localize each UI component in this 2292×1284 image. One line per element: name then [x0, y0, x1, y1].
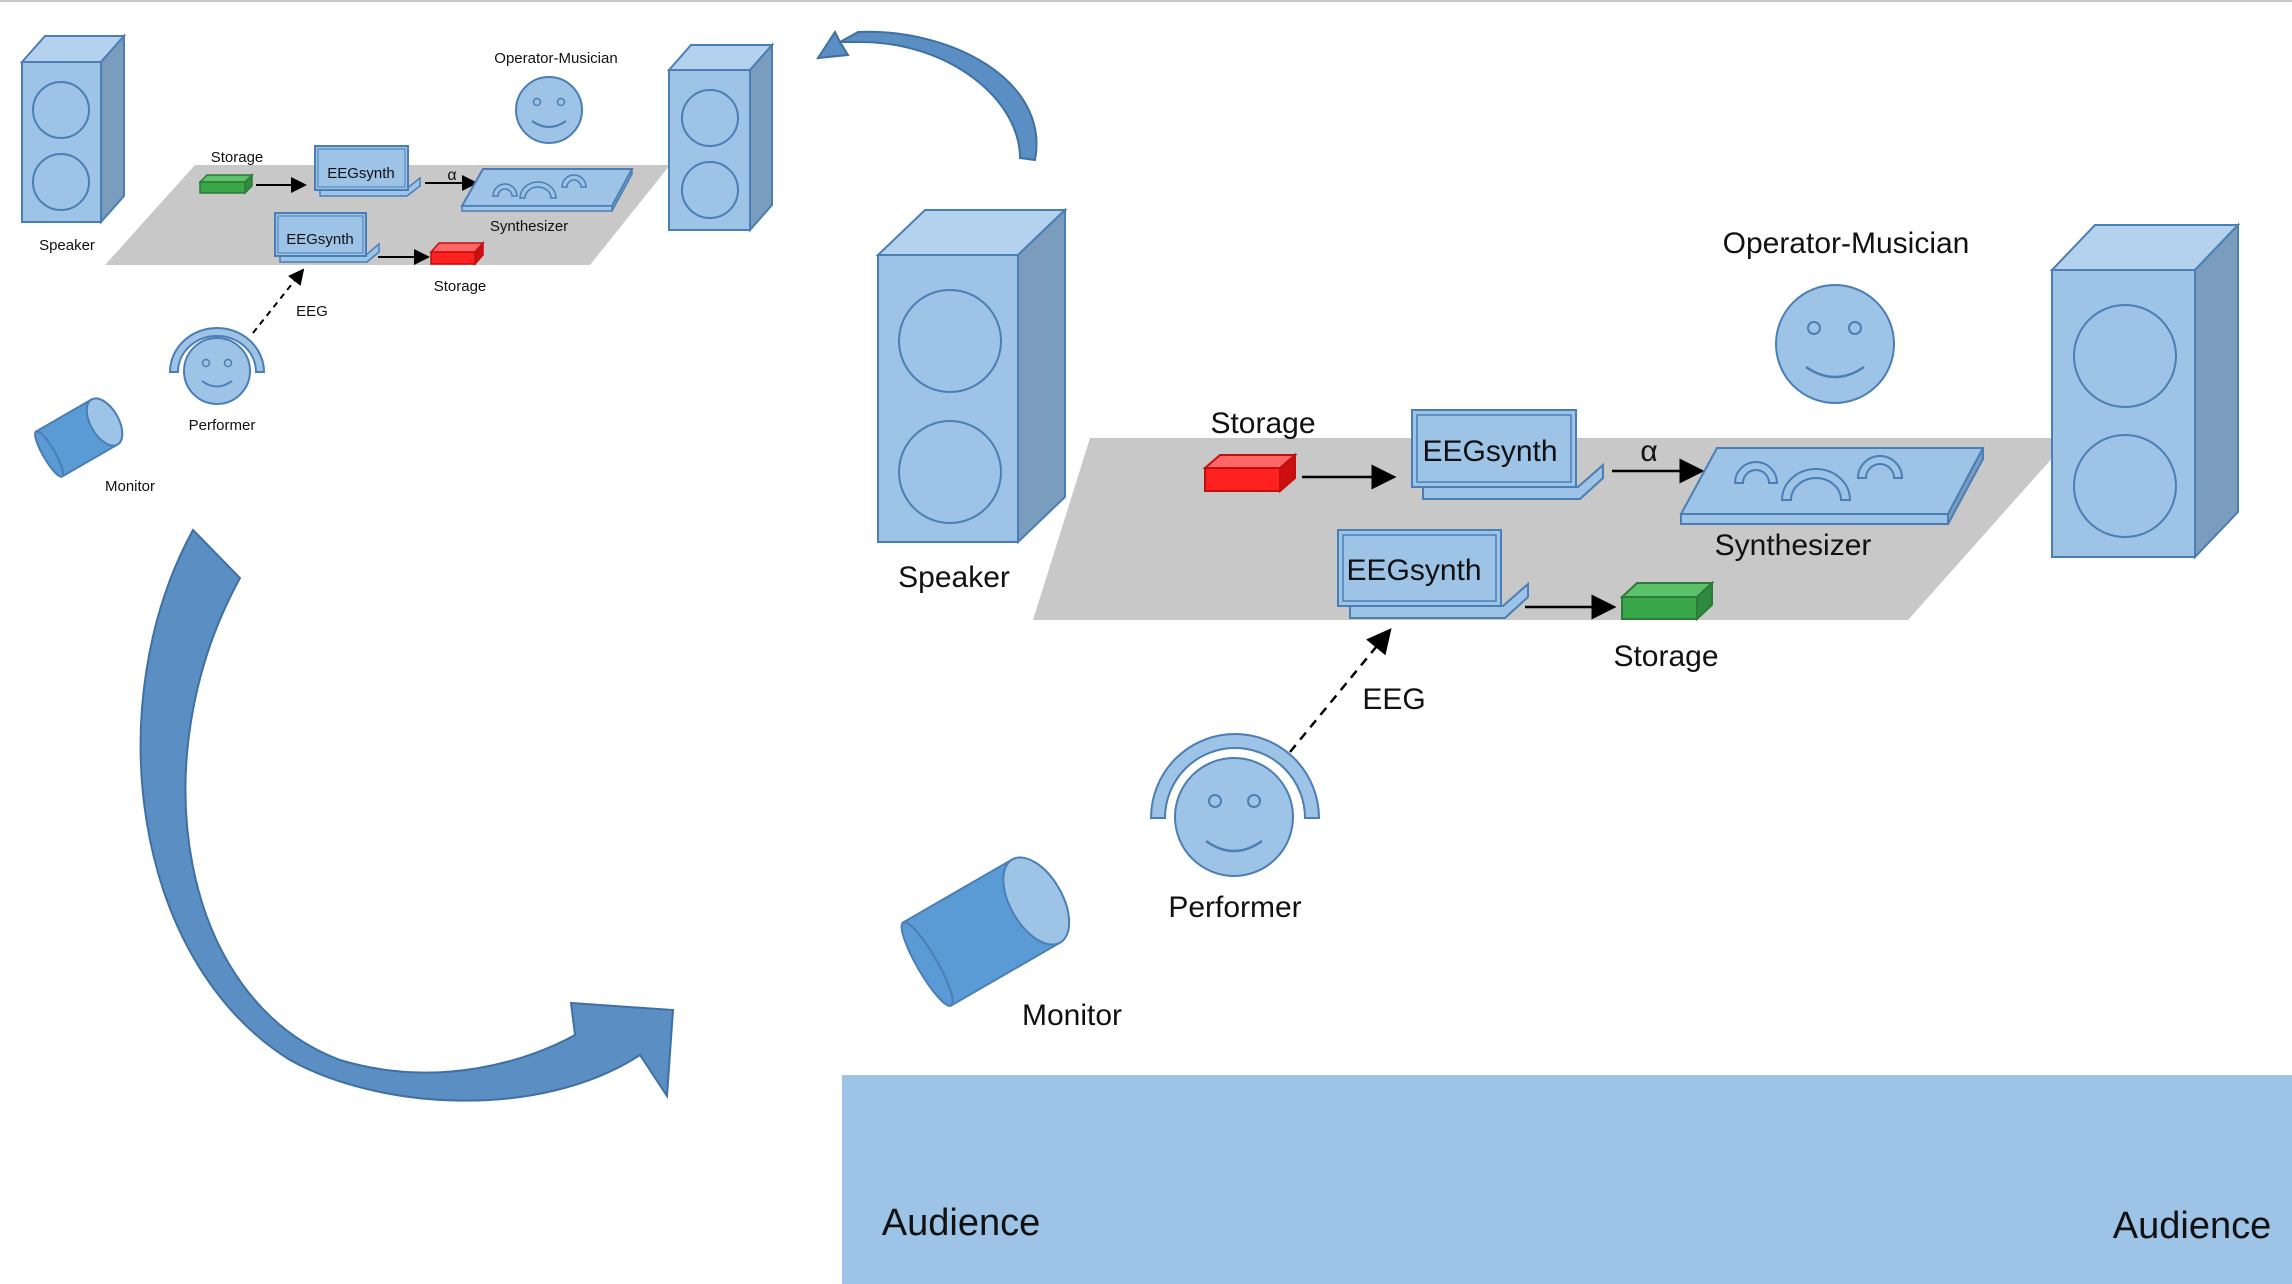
large-eegsynth-bottom-icon — [1337, 529, 1529, 619]
speaker-cone-icon — [2073, 304, 2177, 408]
small-performer-icon — [168, 327, 266, 405]
small-eeg-label: EEG — [296, 303, 328, 320]
large-storage-bottom-icon — [1619, 580, 1715, 622]
small-monitor-label: Monitor — [105, 478, 155, 495]
transition-arrow-back-icon — [816, 29, 1038, 162]
small-storage-top-icon — [198, 173, 254, 195]
small-speaker-left — [19, 33, 127, 225]
small-speaker-right — [666, 42, 775, 233]
audience-area: Audience Audience — [842, 1075, 2292, 1284]
large-storage-bottom-label: Storage — [1613, 640, 1718, 673]
small-operator-label: Operator-Musician — [494, 50, 617, 67]
audience-right-label: Audience — [2113, 1205, 2271, 1247]
large-monitor-icon — [900, 856, 1071, 1007]
small-storage-bottom-icon — [429, 241, 485, 266]
small-eegsynth-top-label: EEGsynth — [327, 165, 395, 182]
large-eegsynth-top-label: EEGsynth — [1422, 435, 1557, 468]
speaker-cone-icon — [898, 289, 1002, 393]
large-performer-icon — [1149, 733, 1321, 877]
speaker-cone-icon — [32, 81, 90, 139]
small-scene: Speaker Operator-Musician Storage — [19, 33, 775, 495]
large-eegsynth-bottom-label: EEGsynth — [1346, 554, 1481, 587]
large-speaker-left — [875, 207, 1068, 545]
large-monitor-label: Monitor — [1022, 999, 1122, 1032]
small-performer-label: Performer — [189, 417, 256, 434]
large-operator-smiley-icon — [1775, 284, 1895, 404]
large-synthesizer-label: Synthesizer — [1715, 529, 1872, 562]
large-speaker-label: Speaker — [898, 561, 1010, 594]
speaker-cone-icon — [681, 89, 739, 147]
large-synthesizer-icon — [1679, 447, 1985, 525]
small-alpha-label: α — [447, 167, 456, 184]
speaker-cone-icon — [2073, 434, 2177, 538]
speaker-cone-icon — [898, 420, 1002, 524]
large-operator-label: Operator-Musician — [1723, 227, 1970, 260]
large-alpha-label: α — [1640, 435, 1657, 468]
small-eegsynth-bottom-icon — [274, 212, 380, 263]
small-speaker-label: Speaker — [39, 237, 95, 254]
large-scene: Speaker Operator-Musician Storage — [875, 207, 2241, 1032]
small-operator-smiley-icon — [515, 76, 583, 144]
large-performer-label: Performer — [1168, 891, 1301, 924]
large-storage-top-icon — [1202, 452, 1298, 494]
large-eegsynth-top-icon — [1411, 409, 1604, 500]
small-storage-top-label: Storage — [211, 149, 264, 166]
large-eeg-label: EEG — [1362, 683, 1425, 716]
transition-arrow-down-icon — [139, 528, 675, 1102]
audience-block — [842, 1075, 2292, 1284]
speaker-cone-icon — [32, 153, 90, 211]
small-eegsynth-bottom-label: EEGsynth — [286, 231, 354, 248]
small-storage-bottom-label: Storage — [434, 278, 487, 295]
audience-left-label: Audience — [882, 1202, 1040, 1244]
speaker-cone-icon — [681, 161, 739, 219]
large-storage-top-label: Storage — [1210, 407, 1315, 440]
small-synthesizer-label: Synthesizer — [490, 218, 568, 235]
small-synthesizer-icon — [460, 168, 634, 212]
large-speaker-right — [2049, 222, 2241, 560]
small-monitor-icon — [34, 397, 124, 478]
small-eegsynth-top-icon — [314, 145, 421, 197]
